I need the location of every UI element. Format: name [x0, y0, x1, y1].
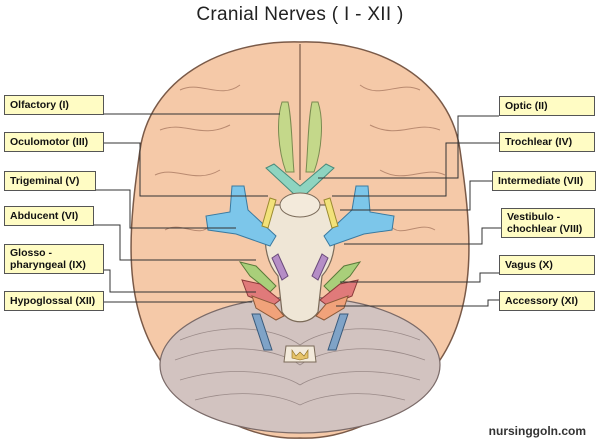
label-glossopharyngeal: Glosso - pharyngeal (IX)	[4, 244, 104, 274]
gyri	[154, 84, 446, 232]
label-vagus: Vagus (X)	[499, 255, 595, 275]
label-olfactory: Olfactory (I)	[4, 95, 104, 115]
facial-nerve-right	[323, 261, 362, 293]
oculomotor-nerve-right	[323, 197, 339, 229]
trigeminal-nerve-left	[205, 185, 277, 247]
label-oculomotor: Oculomotor (III)	[4, 132, 104, 152]
facial-nerve-left	[238, 261, 277, 293]
grey-matter	[291, 349, 309, 361]
label-abducent: Abducent (VI)	[4, 206, 94, 226]
label-accessory: Accessory (XI)	[499, 291, 595, 311]
label-glossopharyngeal-line2: pharyngeal (IX)	[10, 259, 86, 271]
trochlear-nerve-right	[311, 253, 329, 281]
label-vestibulocochlear: Vestibulo - chochlear (VIII)	[501, 208, 595, 238]
label-vestibulocochlear-line1: Vestibulo -	[507, 211, 561, 223]
label-glossopharyngeal-line1: Glosso -	[10, 247, 53, 259]
pons	[279, 192, 321, 218]
trigeminal-nerve-right	[323, 185, 395, 247]
label-optic: Optic (II)	[499, 96, 595, 116]
watermark: nursinggoln.com	[488, 424, 586, 438]
leader-lines	[94, 113, 501, 307]
label-hypoglossal: Hypoglossal (XII)	[4, 291, 104, 311]
label-intermediate: Intermediate (VII)	[492, 171, 596, 191]
accessory-nerve-left	[251, 295, 285, 321]
olfactory-nerve-left	[278, 101, 295, 173]
page-title: Cranial Nerves ( I - XII )	[196, 4, 404, 25]
label-trochlear: Trochlear (IV)	[499, 132, 595, 152]
oculomotor-nerve-left	[261, 197, 277, 229]
vagus-nerve-right	[319, 279, 359, 307]
vagus-nerve-left	[241, 279, 281, 307]
olfactory-nerve-right	[305, 101, 322, 173]
label-vestibulocochlear-line2: chochlear (VIII)	[507, 223, 583, 235]
hypoglossal-nerve-right	[327, 313, 349, 351]
hypoglossal-nerve-left	[251, 313, 273, 351]
label-trigeminal: Trigeminal (V)	[4, 171, 96, 191]
trochlear-nerve-left	[271, 253, 289, 281]
